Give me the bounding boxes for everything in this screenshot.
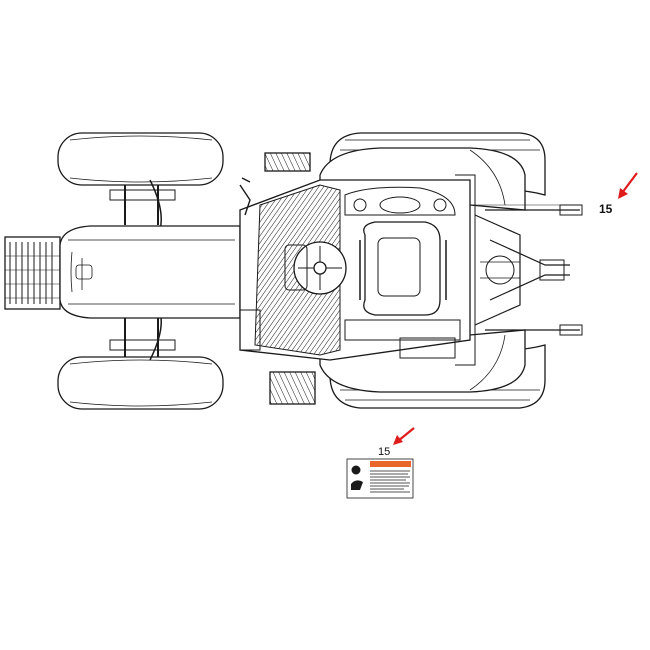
red-pointer-arrow-icon (618, 172, 638, 199)
front-right-tire (57, 356, 224, 410)
tractor-outline (4, 132, 583, 410)
left-step (264, 152, 311, 172)
red-pointer-arrow-icon (393, 427, 415, 445)
operator-seat (363, 221, 441, 316)
rear-hitch (474, 214, 521, 326)
callout-number-main: 15 (599, 202, 613, 216)
right-step (269, 371, 316, 405)
callout-number-decal: 15 (378, 446, 391, 458)
front-left-tire (57, 132, 224, 186)
warning-decal-icon (346, 458, 414, 499)
front-grille (4, 236, 61, 310)
